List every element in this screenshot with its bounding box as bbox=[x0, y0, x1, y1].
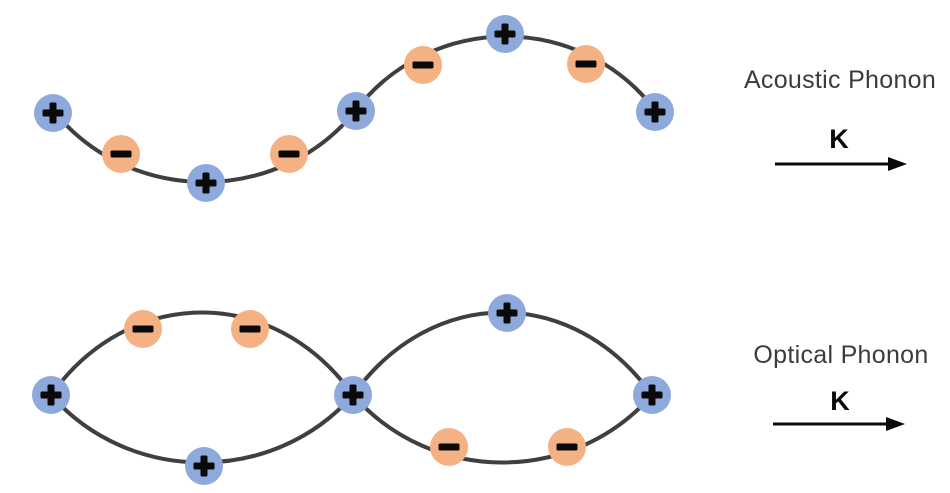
positive-atom bbox=[34, 94, 72, 132]
negative-atom bbox=[124, 310, 162, 348]
positive-atom bbox=[185, 447, 223, 485]
positive-atom bbox=[636, 93, 674, 131]
positive-atom bbox=[32, 376, 70, 414]
negative-atom bbox=[231, 310, 269, 348]
positive-atom bbox=[488, 294, 526, 332]
k-vector-arrow-optical bbox=[773, 417, 905, 431]
optical-atoms bbox=[32, 294, 671, 485]
positive-atom bbox=[187, 164, 225, 202]
negative-atom bbox=[430, 428, 468, 466]
negative-atom bbox=[404, 46, 442, 84]
optical-phonon-label: Optical Phonon bbox=[753, 341, 929, 369]
positive-atom bbox=[633, 376, 671, 414]
positive-atom bbox=[337, 92, 375, 130]
negative-atom bbox=[102, 135, 140, 173]
negative-atom bbox=[270, 135, 308, 173]
positive-atom bbox=[486, 15, 524, 53]
k-vector-arrow-acoustic bbox=[775, 157, 907, 171]
acoustic-phonon-label: Acoustic Phonon bbox=[743, 66, 937, 94]
negative-atom bbox=[567, 45, 605, 83]
acoustic-wave bbox=[34, 15, 674, 202]
k-vector-label-acoustic: K bbox=[829, 124, 849, 154]
negative-atom bbox=[548, 428, 586, 466]
k-vector-label-optical: K bbox=[830, 386, 850, 416]
positive-atom bbox=[334, 376, 372, 414]
acoustic-atoms bbox=[34, 15, 674, 202]
optical-wave bbox=[32, 294, 671, 485]
